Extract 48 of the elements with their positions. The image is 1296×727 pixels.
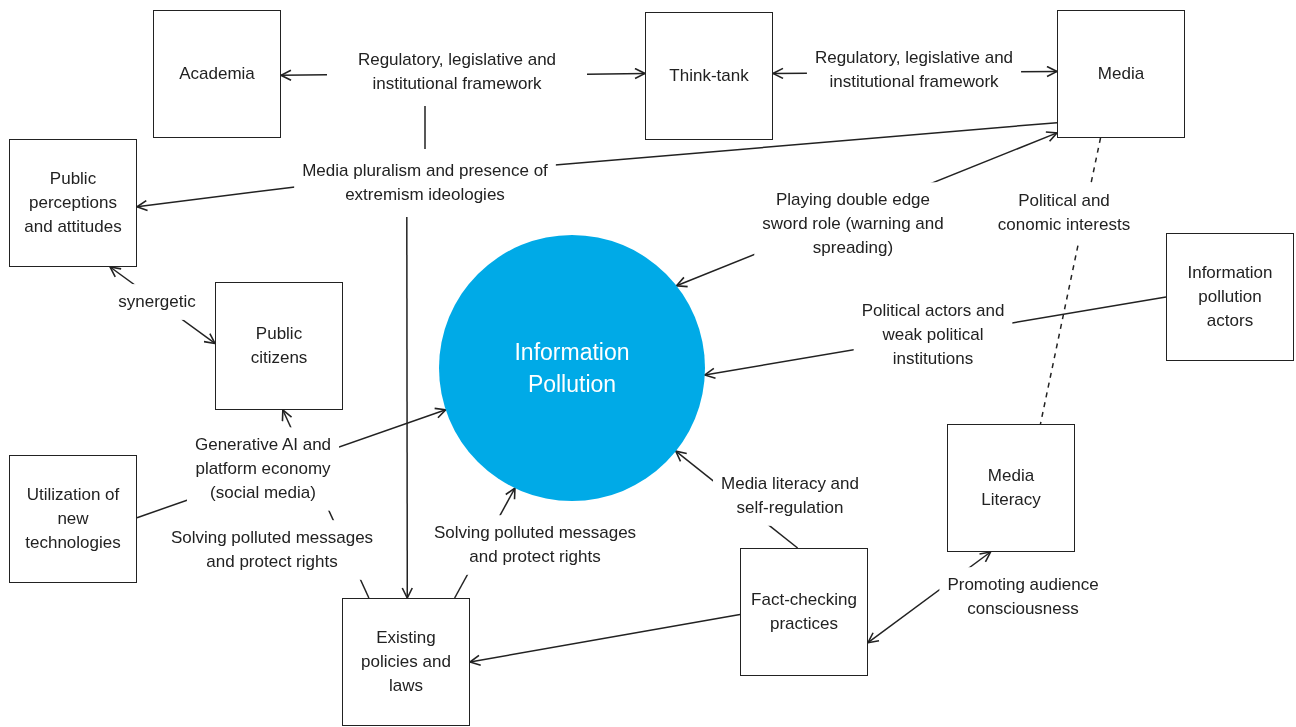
- arrow: [867, 551, 992, 644]
- arrow: [109, 266, 216, 345]
- edge-label: Solving polluted messages and protect rights: [169, 527, 375, 573]
- edge-label: synergetic: [117, 291, 197, 314]
- dashed-connector: [1039, 137, 1102, 425]
- box-label: Media: [1097, 63, 1145, 86]
- arrow: [675, 450, 799, 549]
- arrow: [281, 409, 370, 599]
- concept-box: [947, 424, 1075, 552]
- edge-label: Promoting audience consciousness: [946, 574, 1100, 620]
- arrow: [280, 69, 328, 81]
- arrow: [469, 613, 741, 666]
- box-label: Information pollution actors: [1186, 262, 1274, 332]
- edge-label: Political and conomic interests: [996, 190, 1132, 236]
- box-label: Utilization of new technologies: [24, 484, 122, 554]
- box-label: Fact-checking practices: [751, 589, 857, 635]
- concept-box: [1166, 233, 1294, 361]
- arrow: [772, 65, 1058, 80]
- connector-line: [554, 121, 1058, 166]
- concept-box: [645, 12, 773, 140]
- arrow: [136, 407, 447, 519]
- box-label: Think-tank: [669, 65, 749, 88]
- concept-box: [9, 139, 137, 267]
- box-label: Existing policies and laws: [360, 627, 452, 697]
- concept-box: [740, 548, 868, 676]
- box-label: Academia: [179, 63, 255, 86]
- edge-label: Media literacy and self-regulation: [720, 473, 860, 519]
- node-text: Regulatory, legislative and institutional framework: [327, 44, 587, 100]
- edge-label: Generative AI and platform economy (social media): [193, 434, 333, 504]
- arrow: [704, 296, 1167, 379]
- box-label: Public citizens: [249, 323, 309, 369]
- edge-label: Solving polluted messages and protect rights: [432, 522, 638, 568]
- edge-label: Political actors and weak political institutions: [860, 300, 1006, 370]
- edge-label: Playing double edge sword role (warning and spreading): [761, 189, 945, 259]
- box-label: Public perceptions and attitudes: [23, 168, 123, 238]
- concept-box: [9, 455, 137, 583]
- arrow: [136, 186, 296, 212]
- concept-box: [215, 282, 343, 410]
- concept-box: [153, 10, 281, 138]
- circle-label: Information Pollution: [513, 337, 631, 399]
- arrow: [586, 67, 646, 80]
- arrow: [675, 131, 1058, 288]
- node-text: Media pluralism and presence of extremism ideologies: [295, 155, 555, 211]
- box-label: Media Literacy: [980, 465, 1042, 511]
- arrow: [453, 487, 516, 599]
- concept-box: [342, 598, 470, 726]
- edge-label: Regulatory, legislative and institutional framework: [813, 47, 1015, 93]
- concept-box: [1057, 10, 1185, 138]
